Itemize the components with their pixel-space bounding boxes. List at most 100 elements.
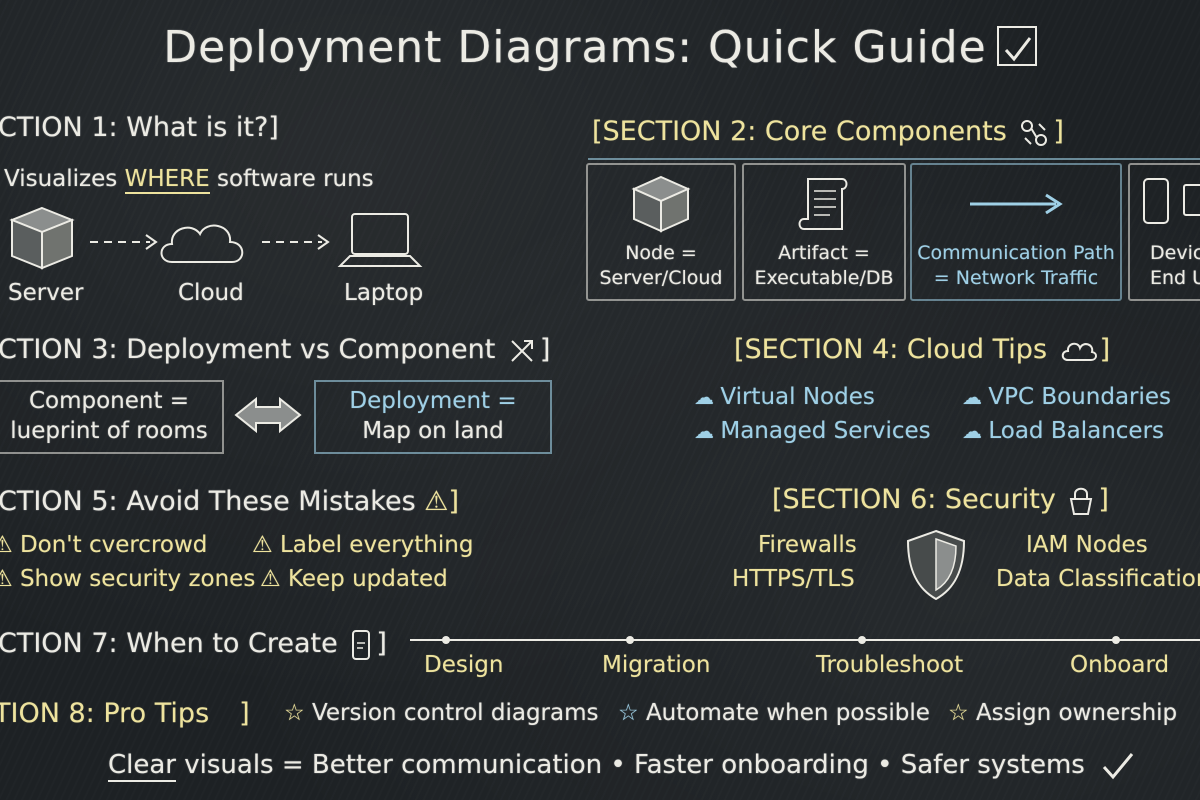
footer-highlight: Clear: [108, 750, 176, 782]
laptop-icon: [337, 213, 423, 267]
warning-icon: ⚠: [0, 532, 13, 558]
cloud-icon: ☁: [694, 419, 721, 443]
section-4-heading-text: [SECTION 4: Cloud Tips: [734, 334, 1048, 365]
section-7-heading: CTION 7: When to Create ]: [0, 628, 387, 661]
timeline-label-troubleshoot: Troubleshoot: [816, 652, 964, 678]
cloud-icon: [160, 224, 244, 263]
mistake-item-keep-updated: ⚠ Keep updated: [260, 566, 448, 592]
section-3-heading-end: ]: [539, 334, 551, 365]
checkmark-icon: [1102, 752, 1134, 779]
timeline-line: [410, 636, 1200, 644]
pro-tip-label: Assign ownership: [975, 700, 1178, 726]
mistake-item-overcrowd: ⚠ Don't cvercrowd: [0, 532, 207, 558]
section-6-heading: [SECTION 6: Security ]: [772, 484, 1109, 516]
component-card-artifact: Artifact = Executable/DB: [742, 163, 906, 301]
section-2-underline: [588, 158, 1200, 160]
section-5-heading-text: CTION 5: Avoid These Mistakes: [0, 486, 416, 517]
mistake-label: Keep updated: [287, 566, 448, 592]
cloud-icon: [1061, 342, 1097, 361]
card-node-line1: Node =: [625, 242, 697, 264]
section-5-heading-end: ]: [448, 486, 459, 517]
section-6-heading-text: [SECTION 6: Security: [772, 484, 1056, 515]
mistake-label: Label everything: [279, 532, 474, 558]
cloud-icon: ☁: [962, 419, 989, 443]
section-4-heading-end: ]: [1099, 334, 1111, 365]
card-communication-line1: Communication Path: [917, 242, 1115, 264]
page-title-text: Deployment Diagrams: Quick Guide: [163, 22, 987, 73]
dashed-arrow-icon: [262, 234, 330, 250]
card-node-line2: Server/Cloud: [599, 267, 723, 289]
page-title: Deployment Diagrams: Quick Guide: [0, 22, 1200, 73]
mobile-icon: [352, 629, 371, 660]
section-2-heading-end: ]: [1053, 116, 1064, 147]
compare-arrows-icon: [511, 339, 533, 362]
cloud-tip-label: Load Balancers: [988, 418, 1165, 444]
shield-icon: [906, 529, 966, 601]
warning-icon: ⚠: [0, 566, 13, 592]
warning-icon: ⚠: [424, 486, 449, 517]
deployment-box-line1: Deployment =: [349, 388, 517, 414]
section-5-heading: CTION 5: Avoid These Mistakes ⚠]: [0, 486, 459, 517]
flow-label-cloud: Cloud: [178, 280, 244, 306]
flow-label-laptop: Laptop: [344, 280, 424, 306]
pro-tip-version-control: ☆ Version control diagrams: [284, 700, 598, 726]
lock-icon: [1070, 487, 1093, 515]
section-1-description: Visualizes WHERE software runs: [4, 166, 374, 194]
security-item-data-classification: Data Classification: [996, 566, 1200, 592]
dashed-arrow-icon: [90, 234, 158, 250]
section-1-text-suffix: software runs: [209, 166, 374, 192]
cloud-icon: ☁: [962, 385, 989, 409]
cloud-tip-label: Managed Services: [720, 418, 931, 444]
footer-summary: Clear visuals = Better communication • F…: [108, 750, 1135, 782]
cloud-tip-managed-services: ☁ Managed Services: [694, 418, 931, 444]
arrow-right-icon: [970, 193, 1063, 215]
warning-icon: ⚠: [252, 532, 280, 558]
checkbox-icon: [996, 26, 1037, 66]
section-2-heading-text: [SECTION 2: Core Components: [592, 116, 1007, 147]
section-1-flow-diagram: [9, 206, 423, 270]
timeline-label-design: Design: [424, 652, 504, 678]
pro-tip-automate: ☆ Automate when possible: [618, 700, 930, 726]
cloud-tip-vpc-boundaries: ☁ VPC Boundaries: [962, 384, 1171, 410]
mistake-label: Don't cvercrowd: [19, 532, 208, 558]
card-devices-line2: End U: [1150, 267, 1200, 289]
section-3-heading-text: CTION 3: Deployment vs Component: [0, 334, 496, 365]
security-item-https: HTTPS/TLS: [732, 566, 855, 592]
scroll-icon: [798, 178, 848, 230]
security-item-firewalls: Firewalls: [758, 532, 857, 558]
timeline-label-migration: Migration: [602, 652, 711, 678]
component-box: Component = lueprint of rooms: [0, 380, 224, 454]
pro-tip-label: Automate when possible: [645, 700, 930, 726]
devices-icon: [1143, 178, 1200, 224]
section-3-heading: CTION 3: Deployment vs Component ]: [0, 334, 550, 365]
section-8-heading-end: ]: [239, 698, 250, 729]
star-icon: ☆: [284, 700, 312, 726]
timeline-label-onboard: Onboard: [1070, 652, 1170, 678]
pro-tip-label: Version control diagrams: [311, 700, 599, 726]
card-artifact-line2: Executable/DB: [754, 267, 894, 289]
mistake-label: Show security zones: [19, 566, 256, 592]
cloud-icon: ☁: [694, 385, 721, 409]
cloud-tip-virtual-nodes: ☁ Virtual Nodes: [694, 384, 875, 410]
section-8-heading-text: TION 8: Pro Tips: [0, 698, 210, 729]
star-icon: ☆: [948, 700, 976, 726]
mistake-item-label-everything: ⚠ Label everything: [252, 532, 473, 558]
section-1-heading: CTION 1: What is it?]: [0, 112, 279, 143]
components-icon: [1021, 119, 1048, 146]
footer-text: visuals = Better communication • Faster …: [176, 750, 1085, 780]
deployment-box-line2: Map on land: [362, 418, 504, 444]
component-box-line2: lueprint of rooms: [10, 418, 208, 444]
cloud-tip-label: Virtual Nodes: [720, 384, 875, 410]
timeline-dot: [1112, 636, 1120, 644]
pro-tip-ownership: ☆ Assign ownership: [948, 700, 1177, 726]
section-4-heading: [SECTION 4: Cloud Tips ]: [734, 334, 1110, 365]
flow-label-server: Server: [8, 280, 84, 306]
component-card-communication: Communication Path = Network Traffic: [910, 163, 1122, 301]
card-communication-line2: = Network Traffic: [933, 267, 1099, 289]
section-8-heading: TION 8: Pro Tips]: [0, 698, 250, 729]
timeline-dot: [858, 636, 866, 644]
security-item-iam-nodes: IAM Nodes: [1026, 532, 1148, 558]
double-arrow-icon: [234, 396, 302, 434]
server-cube-icon: [9, 206, 75, 270]
cube-icon: [631, 175, 691, 233]
